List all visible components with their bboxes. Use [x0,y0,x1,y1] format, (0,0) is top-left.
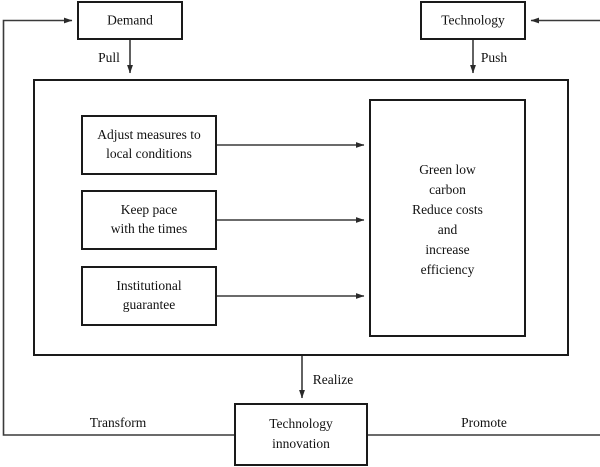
demand-box-rect [77,1,183,40]
keep-pace-box-label-line2: with the times [111,221,188,236]
green-low-carbon-outcome-box-rect [369,99,526,337]
institutional-guarantee-box-label-line2: guarantee [123,297,175,312]
outcome-label-line2: carbon [429,182,466,197]
institutional-guarantee-box-rect [81,266,217,326]
technology-box[interactable]: Technology [420,1,526,40]
connector-technology-innovation-to-demand [2,17,235,436]
technology-box-rect [420,1,526,40]
outcome-label-line1: Green low [419,162,476,177]
outcome-label-line5: increase [425,242,469,257]
technology-innovation-label-line1: Technology [269,416,333,431]
edge-label-promote: Promote [461,415,507,430]
edge-label-realize: Realize [313,372,353,387]
demand-box[interactable]: Demand [77,1,183,40]
institutional-guarantee-box-label-line1: Institutional [116,278,181,293]
technology-innovation-box-rect [234,403,368,466]
adjust-measures-box[interactable]: Adjust measures to local conditions [81,115,217,175]
outcome-label-line3: Reduce costs [412,202,483,217]
adjust-measures-box-label-line1: Adjust measures to [97,127,201,142]
edge-label-pull: Pull [98,50,120,65]
adjust-measures-box-label-line2: local conditions [106,146,192,161]
technology-box-label: Technology [441,13,505,28]
outcome-label-line6: efficiency [421,262,475,277]
technology-innovation-box[interactable]: Technology innovation [234,403,368,466]
technology-innovation-label-line2: innovation [272,436,330,451]
green-low-carbon-outcome-box[interactable]: Green low carbon Reduce costs and increa… [369,99,526,337]
institutional-guarantee-box[interactable]: Institutional guarantee [81,266,217,326]
edge-label-transform: Transform [90,415,147,430]
keep-pace-box-label-line1: Keep pace [121,202,178,217]
keep-pace-box-rect [81,190,217,250]
policy-measures-container [33,79,569,356]
outcome-label-line4: and [438,222,458,237]
keep-pace-box[interactable]: Keep pace with the times [81,190,217,250]
demand-box-label: Demand [107,13,153,28]
adjust-measures-box-rect [81,115,217,175]
edge-label-push: Push [481,50,508,65]
